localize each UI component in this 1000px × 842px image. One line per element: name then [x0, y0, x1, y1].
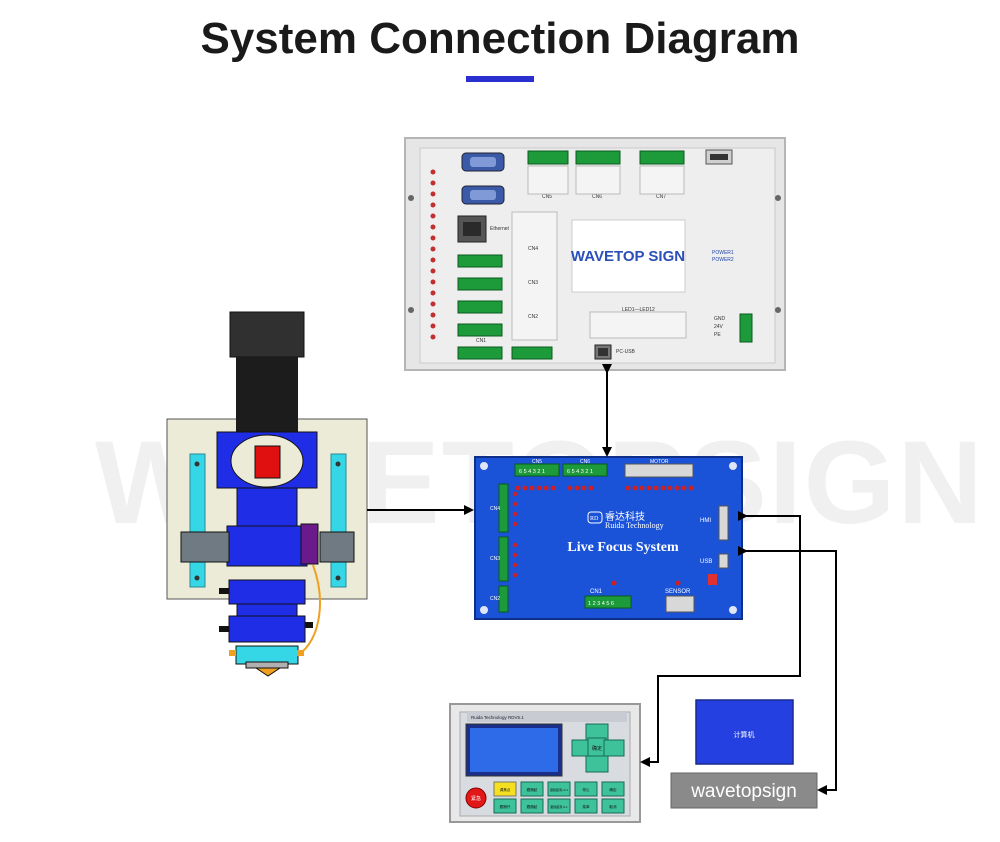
cn3-label: CN3 [528, 280, 538, 286]
svg-text:确定: 确定 [609, 787, 617, 792]
fiber-cable [301, 564, 321, 653]
mount-hole [729, 462, 737, 470]
svg-text:菜单: 菜单 [582, 804, 590, 809]
mount-hole [408, 195, 414, 201]
svg-text:取消: 取消 [609, 804, 617, 809]
db9-port [461, 152, 505, 172]
usb-label: USB [700, 559, 712, 565]
hmi-panel: Ruida Technology RDV5.1 确定 紧急 调焦点 跟随起 跟随… [449, 703, 641, 823]
brand-cn-text: 睿达科技 [605, 510, 645, 523]
lf-cn5-pins: 6 5 4 3 2 1 [519, 469, 545, 475]
mount-hole [775, 195, 781, 201]
pc-usb-label: PC-USB [616, 349, 636, 355]
svg-text:跟随开: 跟随开 [500, 804, 511, 809]
svg-text:RD: RD [590, 516, 599, 522]
lf-cn1-pins: 1 2 3 4 5 6 [588, 601, 614, 607]
led-strip: LED1—LED12 [589, 307, 687, 339]
live-focus-title: Live Focus System [567, 540, 679, 555]
cn5-connector: CN5 6 5 4 3 2 1 [514, 459, 560, 477]
hmi-dpad: 确定 [571, 723, 625, 773]
cn6-connector: CN6 6 5 4 3 2 1 [562, 459, 608, 477]
gnd-label: GND [714, 316, 726, 322]
wavetop-logo-box: WAVETOP SIGN [571, 219, 686, 293]
laser-head [166, 311, 368, 677]
cn5-label: CN5 [542, 194, 552, 200]
arrow-usb-to-computer [738, 546, 837, 795]
computer-base-label: wavetopsign [690, 781, 797, 802]
usb-port [718, 553, 729, 569]
emergency-button [465, 787, 487, 809]
dip-switch [708, 574, 717, 585]
svg-text:跟随距离-0.1: 跟随距离-0.1 [550, 804, 568, 809]
hmi-label: HMI [700, 518, 711, 524]
emergency-button-label: 紧急 [471, 795, 481, 802]
pe-label: PE [714, 332, 721, 338]
hmi-key-row-1: 调焦点 跟随起 跟随距离+0.1 停止 确定 [493, 781, 625, 797]
status-led-column [430, 169, 436, 340]
mount-hole [480, 606, 488, 614]
mount-hole [775, 307, 781, 313]
lf-cn6-pins: 6 5 4 3 2 1 [567, 469, 593, 475]
leds-label: LED1—LED12 [622, 307, 655, 313]
motor-connector: MOTOR [624, 459, 694, 478]
power-labels: POWER1 POWER2 GND 24V PE [712, 250, 753, 343]
svg-text:停止: 停止 [582, 787, 590, 792]
pc-usb-port: PC-USB [594, 344, 636, 360]
svg-text:跟随距离+0.1: 跟随距离+0.1 [550, 787, 568, 792]
hmi-key-center-label: 确定 [592, 745, 602, 752]
main-controller-board: Ethernet CN5 CN6 CN7 [404, 137, 786, 371]
lf-cn5-label: CN5 [532, 459, 542, 465]
terminal-block-cn6: CN6 [575, 150, 621, 200]
lf-cn1-label: CN1 [590, 589, 603, 595]
lf-cn1-connector: CN1 1 2 3 4 5 6 [584, 580, 632, 609]
mount-hole [729, 606, 737, 614]
wavetop-logo-text: WAVETOP SIGN [571, 248, 685, 265]
live-focus-board: CN5 6 5 4 3 2 1 CN6 6 5 4 3 2 1 MOTOR CN… [474, 456, 743, 620]
page-title: System Connection Diagram [200, 14, 800, 63]
power-terminal [739, 313, 753, 343]
connection-lines [367, 364, 837, 795]
cn6-label: CN6 [592, 194, 602, 200]
mount-hole [480, 462, 488, 470]
ethernet-label: Ethernet [490, 226, 510, 232]
cn1-label: CN1 [476, 338, 486, 344]
lf-motor-label: MOTOR [650, 459, 669, 465]
svg-text:跟随起: 跟随起 [527, 787, 538, 792]
lf-cn4-label: CN4 [490, 506, 500, 512]
lf-cn3-label: CN3 [490, 556, 500, 562]
brand-en-text: Ruida Technology [605, 521, 664, 530]
hmi-key-row-2: 跟随开 跟随起 跟随距离-0.1 菜单 取消 [493, 798, 625, 814]
hmi-port [718, 505, 729, 541]
sensor-label: SENSOR [665, 589, 691, 595]
computer: 计算机 wavetopsign [670, 699, 818, 809]
power1-label: POWER1 [712, 250, 734, 256]
red-led-row [515, 485, 694, 491]
arrow-hmi-to-panel [640, 511, 801, 767]
usb-port-top [705, 149, 733, 165]
terminal-block-cn7: CN7 [639, 150, 685, 200]
svg-text:跟随起: 跟随起 [527, 804, 538, 809]
left-connectors: CN4 CN3 CN2 [490, 483, 518, 613]
lf-cn6-label: CN6 [580, 459, 590, 465]
24v-label: 24V [714, 324, 724, 330]
svg-text:调焦点: 调焦点 [500, 787, 511, 792]
terminal-block-left [457, 254, 553, 360]
terminal-block-cn5: CN5 [527, 150, 569, 200]
computer-screen-label: 计算机 [734, 730, 755, 739]
title-underline [466, 76, 534, 82]
lf-cn2-label: CN2 [490, 596, 500, 602]
ethernet-port: Ethernet [457, 215, 510, 243]
power2-label: POWER2 [712, 257, 734, 263]
pin-table [511, 211, 558, 341]
ruida-brand: RD 睿达科技 Ruida Technology [587, 510, 664, 530]
hmi-header-text: Ruida Technology RDV5.1 [471, 715, 524, 720]
db9-port [461, 185, 505, 205]
cn7-label: CN7 [656, 194, 666, 200]
mount-hole [408, 307, 414, 313]
cn4-label: CN4 [528, 246, 538, 252]
cn2-label: CN2 [528, 314, 538, 320]
